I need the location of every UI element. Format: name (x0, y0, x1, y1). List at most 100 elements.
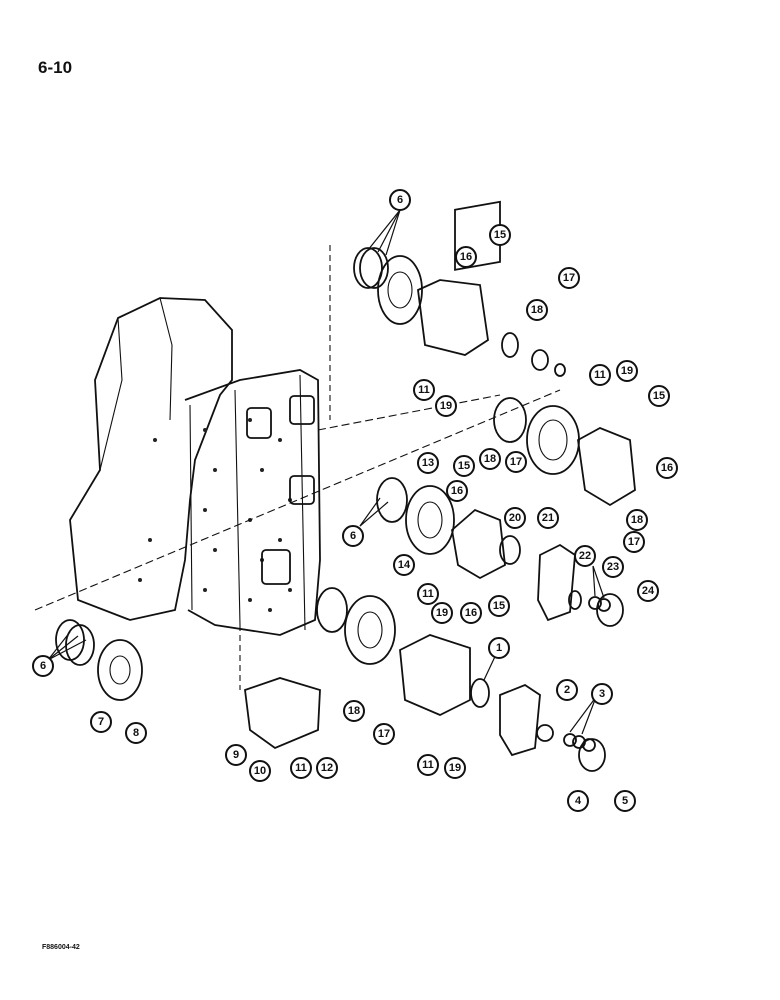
svg-text:17: 17 (563, 272, 575, 284)
callout-15-right: 15 (648, 385, 670, 407)
callout-7: 7 (90, 711, 112, 733)
svg-text:7: 7 (98, 716, 104, 728)
figure-code: F886004-42 (42, 944, 80, 951)
callout-18-mid: 18 (479, 448, 501, 470)
alignment-lines (34, 245, 561, 690)
svg-text:5: 5 (622, 795, 628, 807)
svg-text:24: 24 (642, 585, 655, 597)
callout-15-mid: 15 (453, 455, 475, 477)
callout-15-low: 15 (488, 595, 510, 617)
callout-12: 12 (316, 757, 338, 779)
svg-text:11: 11 (418, 384, 430, 396)
svg-text:16: 16 (465, 607, 477, 619)
callout-1: 1 (488, 637, 510, 659)
callout-23: 23 (602, 556, 624, 578)
svg-text:6: 6 (397, 194, 403, 206)
callout-11-right: 11 (589, 364, 611, 386)
leader-lines (47, 209, 605, 735)
callout-13: 13 (417, 452, 439, 474)
svg-text:17: 17 (628, 536, 640, 548)
callout-17-top: 17 (558, 267, 580, 289)
callout-24: 24 (637, 580, 659, 602)
callout-17-low: 17 (373, 723, 395, 745)
callout-2: 2 (556, 679, 578, 701)
svg-text:17: 17 (378, 728, 390, 740)
callout-16-mid: 16 (446, 480, 468, 502)
svg-text:1: 1 (496, 642, 502, 654)
svg-text:15: 15 (493, 600, 505, 612)
svg-text:8: 8 (133, 727, 139, 739)
callout-15-top: 15 (489, 224, 511, 246)
svg-text:15: 15 (653, 390, 665, 402)
svg-text:16: 16 (661, 462, 673, 474)
callout-5: 5 (614, 790, 636, 812)
svg-text:15: 15 (494, 229, 506, 241)
callout-18-top: 18 (526, 299, 548, 321)
svg-text:9: 9 (233, 749, 239, 761)
svg-text:19: 19 (621, 365, 633, 377)
callout-16-right: 16 (656, 457, 678, 479)
callout-21: 21 (537, 507, 559, 529)
svg-text:23: 23 (607, 561, 619, 573)
callout-9: 9 (225, 744, 247, 766)
splined-shafts (246, 395, 315, 585)
svg-text:18: 18 (348, 705, 360, 717)
svg-text:19: 19 (449, 762, 461, 774)
callout-11-mid: 11 (417, 583, 439, 605)
svg-text:15: 15 (458, 460, 470, 472)
callout-6-low: 6 (32, 655, 54, 677)
callout-8: 8 (125, 722, 147, 744)
svg-text:6: 6 (350, 530, 356, 542)
callout-11-upper: 11 (413, 379, 435, 401)
svg-text:11: 11 (422, 588, 434, 600)
callout-10: 10 (249, 760, 271, 782)
callout-19-bottom: 19 (444, 757, 466, 779)
transmission-housing (69, 297, 321, 636)
svg-text:14: 14 (398, 559, 411, 571)
callout-18-right: 18 (626, 509, 648, 531)
svg-text:13: 13 (422, 457, 434, 469)
svg-text:21: 21 (542, 512, 554, 524)
callout-4: 4 (567, 790, 589, 812)
svg-text:4: 4 (575, 795, 582, 807)
svg-text:22: 22 (579, 550, 591, 562)
callout-3: 3 (591, 683, 613, 705)
callout-11-bottom: 11 (417, 754, 439, 776)
svg-text:10: 10 (254, 765, 266, 777)
svg-text:16: 16 (451, 485, 463, 497)
callout-19-mid: 19 (431, 602, 453, 624)
page-number: 6-10 (38, 58, 73, 77)
lower-clutch-assembly (55, 587, 606, 772)
svg-text:17: 17 (510, 456, 522, 468)
svg-text:12: 12 (321, 762, 333, 774)
callout-16-top: 16 (455, 246, 477, 268)
callout-20: 20 (504, 507, 526, 529)
callout-18-low: 18 (343, 700, 365, 722)
svg-text:19: 19 (440, 400, 452, 412)
callout-17-right: 17 (623, 531, 645, 553)
svg-text:18: 18 (484, 453, 496, 465)
callout-19-upper: 19 (435, 395, 457, 417)
svg-text:16: 16 (460, 251, 472, 263)
svg-text:18: 18 (631, 514, 643, 526)
callout-6-top: 6 (389, 189, 411, 211)
svg-text:19: 19 (436, 607, 448, 619)
svg-text:18: 18 (531, 304, 543, 316)
middle-clutch-assembly (376, 397, 636, 627)
callout-11-low: 11 (290, 757, 312, 779)
svg-text:11: 11 (594, 369, 606, 381)
callout-14: 14 (393, 554, 415, 576)
svg-text:2: 2 (564, 684, 570, 696)
svg-text:11: 11 (422, 759, 434, 771)
svg-text:11: 11 (295, 762, 307, 774)
callout-6-mid: 6 (342, 525, 364, 547)
upper-clutch-assembly (353, 200, 566, 377)
svg-text:20: 20 (509, 512, 521, 524)
svg-text:6: 6 (40, 660, 46, 672)
callout-22: 22 (574, 545, 596, 567)
callout-16-low: 16 (460, 602, 482, 624)
callout-19-right: 19 (616, 360, 638, 382)
callout-17-mid: 17 (505, 451, 527, 473)
svg-text:3: 3 (599, 688, 605, 700)
